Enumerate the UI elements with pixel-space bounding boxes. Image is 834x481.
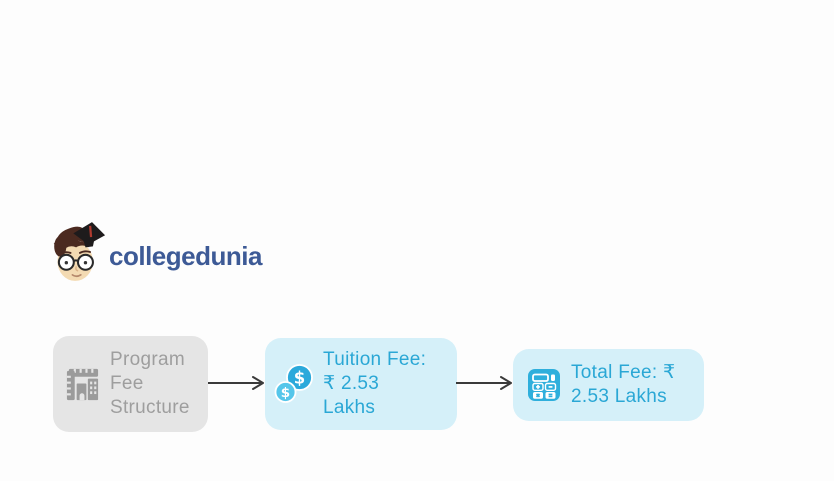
node-tuition-fee: $ $ Tuition Fee: ₹ 2.53 Lakhs bbox=[265, 338, 457, 430]
node-label: Total Fee: ₹ 2.53 Lakhs bbox=[571, 362, 676, 407]
node-label: Program Fee Structure bbox=[110, 349, 190, 418]
node-program-fee-structure: Program Fee Structure bbox=[53, 336, 208, 432]
svg-text:$: $ bbox=[294, 369, 305, 388]
node-total-fee: Total Fee: ₹ 2.53 Lakhs bbox=[513, 349, 704, 421]
collegedunia-logo: collegedunia bbox=[50, 219, 262, 285]
dollar-coins-icon: $ $ bbox=[274, 364, 313, 403]
svg-text:$: $ bbox=[281, 385, 290, 401]
student-mascot-icon bbox=[53, 222, 106, 281]
logo-text: collegedunia bbox=[109, 240, 262, 271]
building-ruler-icon bbox=[66, 368, 99, 400]
arrow-right-icon bbox=[456, 376, 512, 390]
node-label: Tuition Fee: ₹ 2.53 Lakhs bbox=[323, 349, 427, 418]
arrow-right-icon bbox=[208, 376, 264, 390]
calculator-icon bbox=[528, 369, 560, 401]
